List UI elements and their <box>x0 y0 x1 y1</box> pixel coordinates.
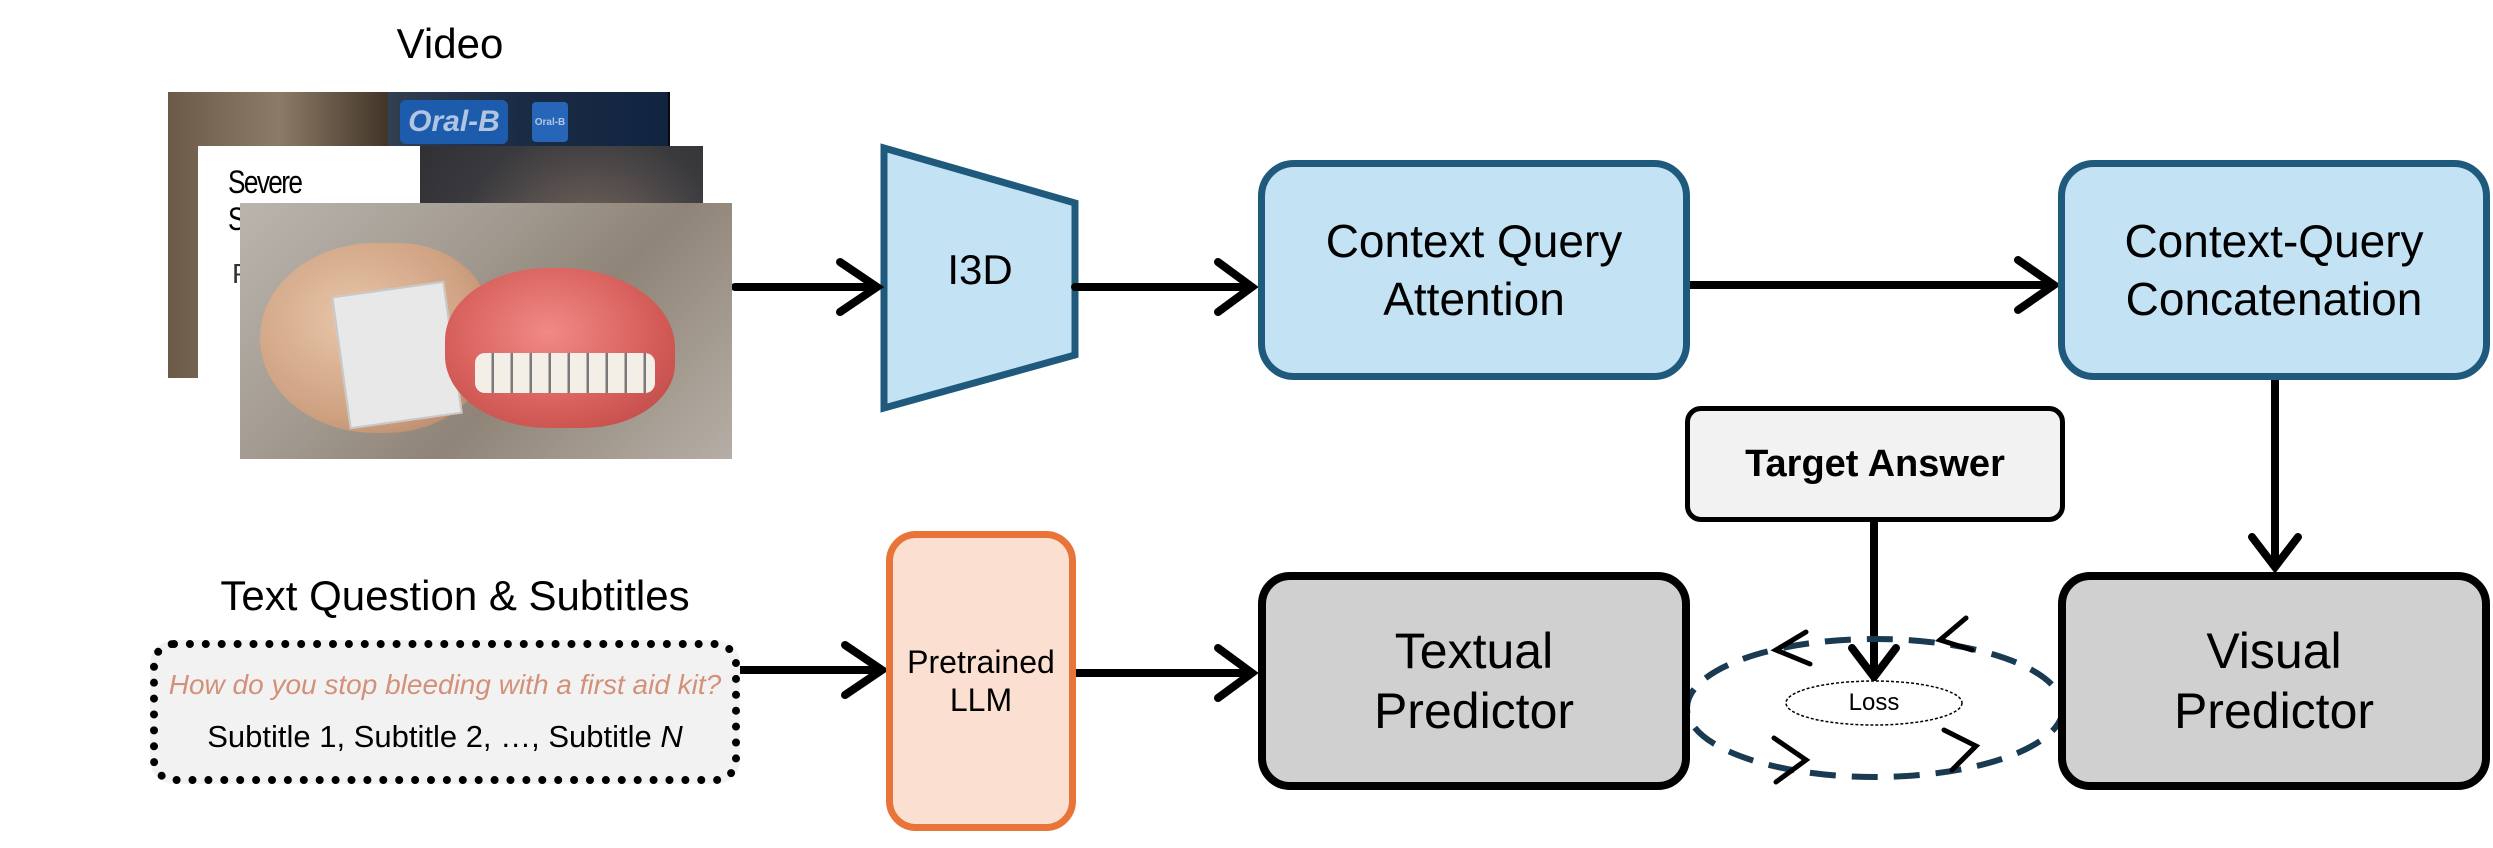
llm-line2: LLM <box>949 682 1013 718</box>
cqa-line2: Attention <box>1383 273 1565 325</box>
textual-line1: Textual <box>1394 623 1554 679</box>
video-label: Video <box>396 20 504 67</box>
oral-b-logo: Oral-B <box>400 100 508 144</box>
loss-inner-ellipse <box>1785 680 1963 726</box>
oral-b-logo-text: Oral-B <box>408 105 500 138</box>
frame-front-teeth-row <box>475 353 655 393</box>
arrow-video-to-i3d <box>731 258 885 316</box>
arrow-target-to-loss <box>1848 518 1900 684</box>
subtitles-text: Subtitle 1, Subtitle 2, …, Subtitle <box>207 719 661 754</box>
textual-predictor-box: Textual Predictor <box>1258 572 1690 790</box>
llm-line1: Pretrained <box>907 644 1055 680</box>
context-query-concatenation-box: Context-Query Concatenation <box>2058 160 2490 380</box>
arrow-i3d-to-cqa <box>1071 258 1259 316</box>
loss-label: Loss <box>1848 689 1900 716</box>
cqa-line1: Context Query <box>1325 215 1623 267</box>
oral-b-small-logo: Oral-B <box>532 102 568 142</box>
textual-line2: Predictor <box>1373 683 1575 739</box>
pretrained-llm-box: Pretrained LLM <box>886 531 1076 831</box>
arrow-cqc-to-visual <box>2248 374 2302 574</box>
cqc-line2: Concatenation <box>2125 273 2423 325</box>
context-query-attention-box: Context Query Attention <box>1258 160 1690 380</box>
frame-front-teeth-model <box>445 268 675 428</box>
question-text: How do you stop bleeding with a first ai… <box>168 669 722 700</box>
subtitles-n: N <box>660 719 683 754</box>
visual-line1: Visual <box>2206 623 2342 679</box>
visual-line2: Predictor <box>2173 683 2375 739</box>
i3d-trapezoid <box>880 143 1079 413</box>
loss-cycle-arrowheads <box>1770 615 1981 785</box>
text-question-box: How do you stop bleeding with a first ai… <box>150 640 740 784</box>
visual-predictor-box: Visual Predictor <box>2058 572 2490 790</box>
frame-front-white-case <box>331 280 463 430</box>
arrow-cqa-to-cqc <box>1684 256 2062 314</box>
target-answer-box: Target Answer <box>1685 406 2065 522</box>
arrow-llm-to-textual <box>1069 644 1259 702</box>
i3d-label: I3D <box>947 246 1013 293</box>
target-answer-label: Target Answer <box>1745 442 2005 485</box>
video-frame-front <box>240 203 732 459</box>
cqc-line1: Context-Query <box>2124 215 2424 267</box>
arrow-text-to-llm <box>736 641 890 699</box>
text-question-label: Text Question & Subtitles <box>220 572 690 619</box>
frame-back-blue-band <box>388 92 668 152</box>
subtitles-line: Subtitle 1, Subtitle 2, …, Subtitle N <box>207 719 683 755</box>
